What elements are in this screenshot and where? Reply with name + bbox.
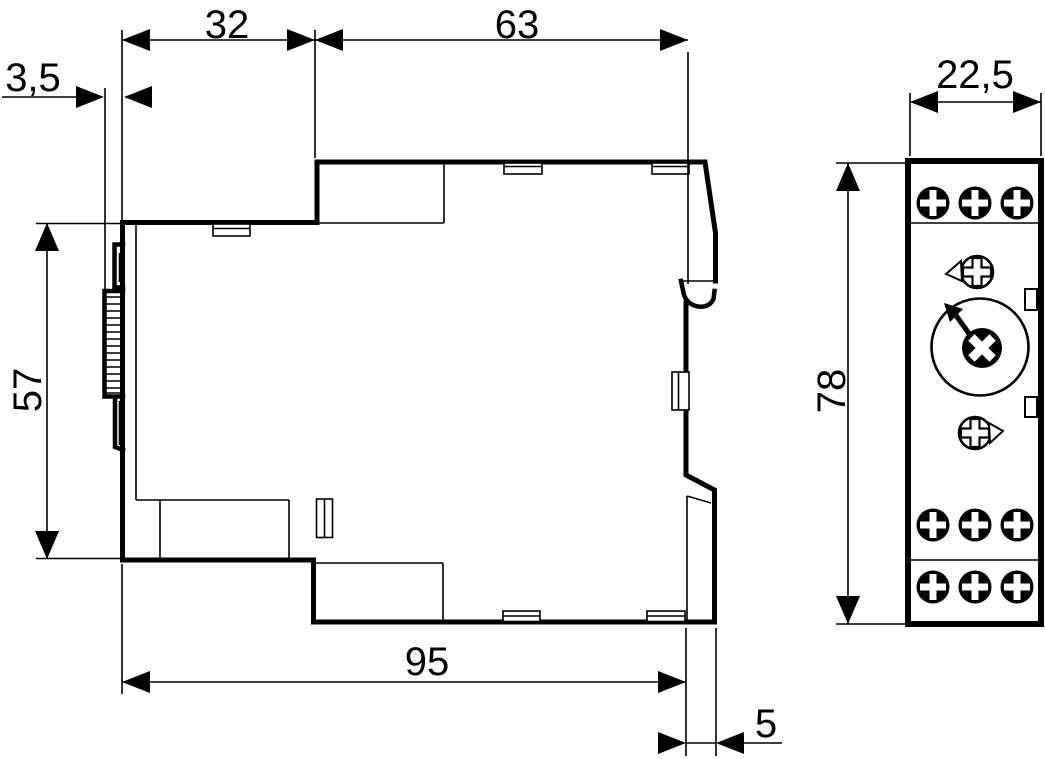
- dimension-label-95: 95: [405, 640, 450, 684]
- dimension-label-5: 5: [755, 702, 777, 746]
- indicator-window-bottom: [1024, 396, 1038, 418]
- dim-arrow: [836, 163, 860, 191]
- vent-slot-right-face: [671, 371, 690, 411]
- dim-arrow: [76, 86, 104, 108]
- terminal-screw: [958, 508, 992, 542]
- indicator-window-top: [1024, 288, 1038, 311]
- dimension-label-63: 63: [495, 3, 540, 47]
- dimension-3-5: 3,5: [2, 56, 152, 290]
- foot-inner-line: [686, 495, 712, 621]
- terminal-screw: [916, 570, 950, 604]
- dimension-57: 57: [6, 222, 120, 560]
- terminal-screw: [1000, 186, 1034, 220]
- side-view-outline: [120, 159, 718, 625]
- dial-knob: [962, 328, 1002, 368]
- dim-arrow: [122, 671, 150, 693]
- dim-arrow: [122, 29, 150, 51]
- adjustment-screw-top: [944, 254, 995, 290]
- dim-arrow: [658, 671, 686, 693]
- terminal-screw: [958, 186, 992, 220]
- rotary-dial: [930, 297, 1030, 397]
- dim-arrow: [910, 91, 938, 113]
- side-view: [102, 159, 718, 625]
- terminal-screws-middle-row: [916, 508, 1034, 542]
- adjustment-pointer-left: [944, 258, 964, 283]
- dimension-78: 78: [810, 162, 905, 625]
- extension-line: [121, 30, 316, 220]
- dimension-22-5: 22,5: [909, 53, 1042, 156]
- terminal-screw: [916, 186, 950, 220]
- dimension-label-32: 32: [205, 3, 250, 47]
- terminal-screw: [1000, 570, 1034, 604]
- terminal-screw: [1000, 508, 1034, 542]
- clip-hook-bottom: [112, 395, 126, 453]
- vent-slots: [212, 162, 690, 623]
- vent-slot-bottom-2: [646, 610, 686, 623]
- dim-arrow: [287, 29, 315, 51]
- extension-line: [121, 564, 687, 756]
- dim-arrow: [658, 732, 686, 754]
- clip-hook-top: [112, 242, 126, 290]
- dimension-label-22-5: 22,5: [936, 53, 1014, 97]
- terminal-screws-top-row: [916, 186, 1034, 220]
- din-clip-serrations: [106, 296, 123, 394]
- vent-slot-top-2: [651, 162, 690, 175]
- vent-slot-side-vertical: [315, 498, 334, 539]
- dim-arrow: [660, 29, 688, 51]
- dimension-95: 95: [121, 564, 687, 756]
- side-view-inner-lines: [135, 162, 445, 621]
- dimension-label-78: 78: [810, 369, 854, 414]
- vent-slot-bottom-1: [502, 610, 541, 623]
- extension-line: [909, 93, 1042, 156]
- dial-pointer: [944, 303, 973, 337]
- front-view: [905, 158, 1044, 627]
- dim-arrow: [315, 29, 343, 51]
- vent-slot-step: [212, 223, 251, 237]
- dimension-5: 5: [658, 628, 782, 756]
- dim-arrow: [836, 596, 860, 624]
- dim-arrow: [35, 531, 59, 559]
- dimension-label-57: 57: [6, 368, 50, 413]
- dimension-32: 32: [121, 3, 316, 220]
- terminal-screw: [958, 570, 992, 604]
- dim-arrow: [124, 86, 152, 108]
- terminal-screw: [916, 508, 950, 542]
- vent-slot-top-1: [503, 162, 543, 175]
- adjustment-screw-bottom: [957, 415, 1005, 451]
- dimension-63: 63: [315, 3, 689, 284]
- din-hook-upper: [678, 278, 718, 309]
- terminal-screws-bottom-row: [916, 570, 1034, 604]
- extension-line: [36, 222, 120, 560]
- din-rail-clip: [102, 242, 126, 453]
- dimension-label-3-5: 3,5: [5, 56, 61, 100]
- dim-arrow: [716, 732, 744, 754]
- dim-arrow: [1013, 91, 1041, 113]
- dim-arrow: [35, 223, 59, 251]
